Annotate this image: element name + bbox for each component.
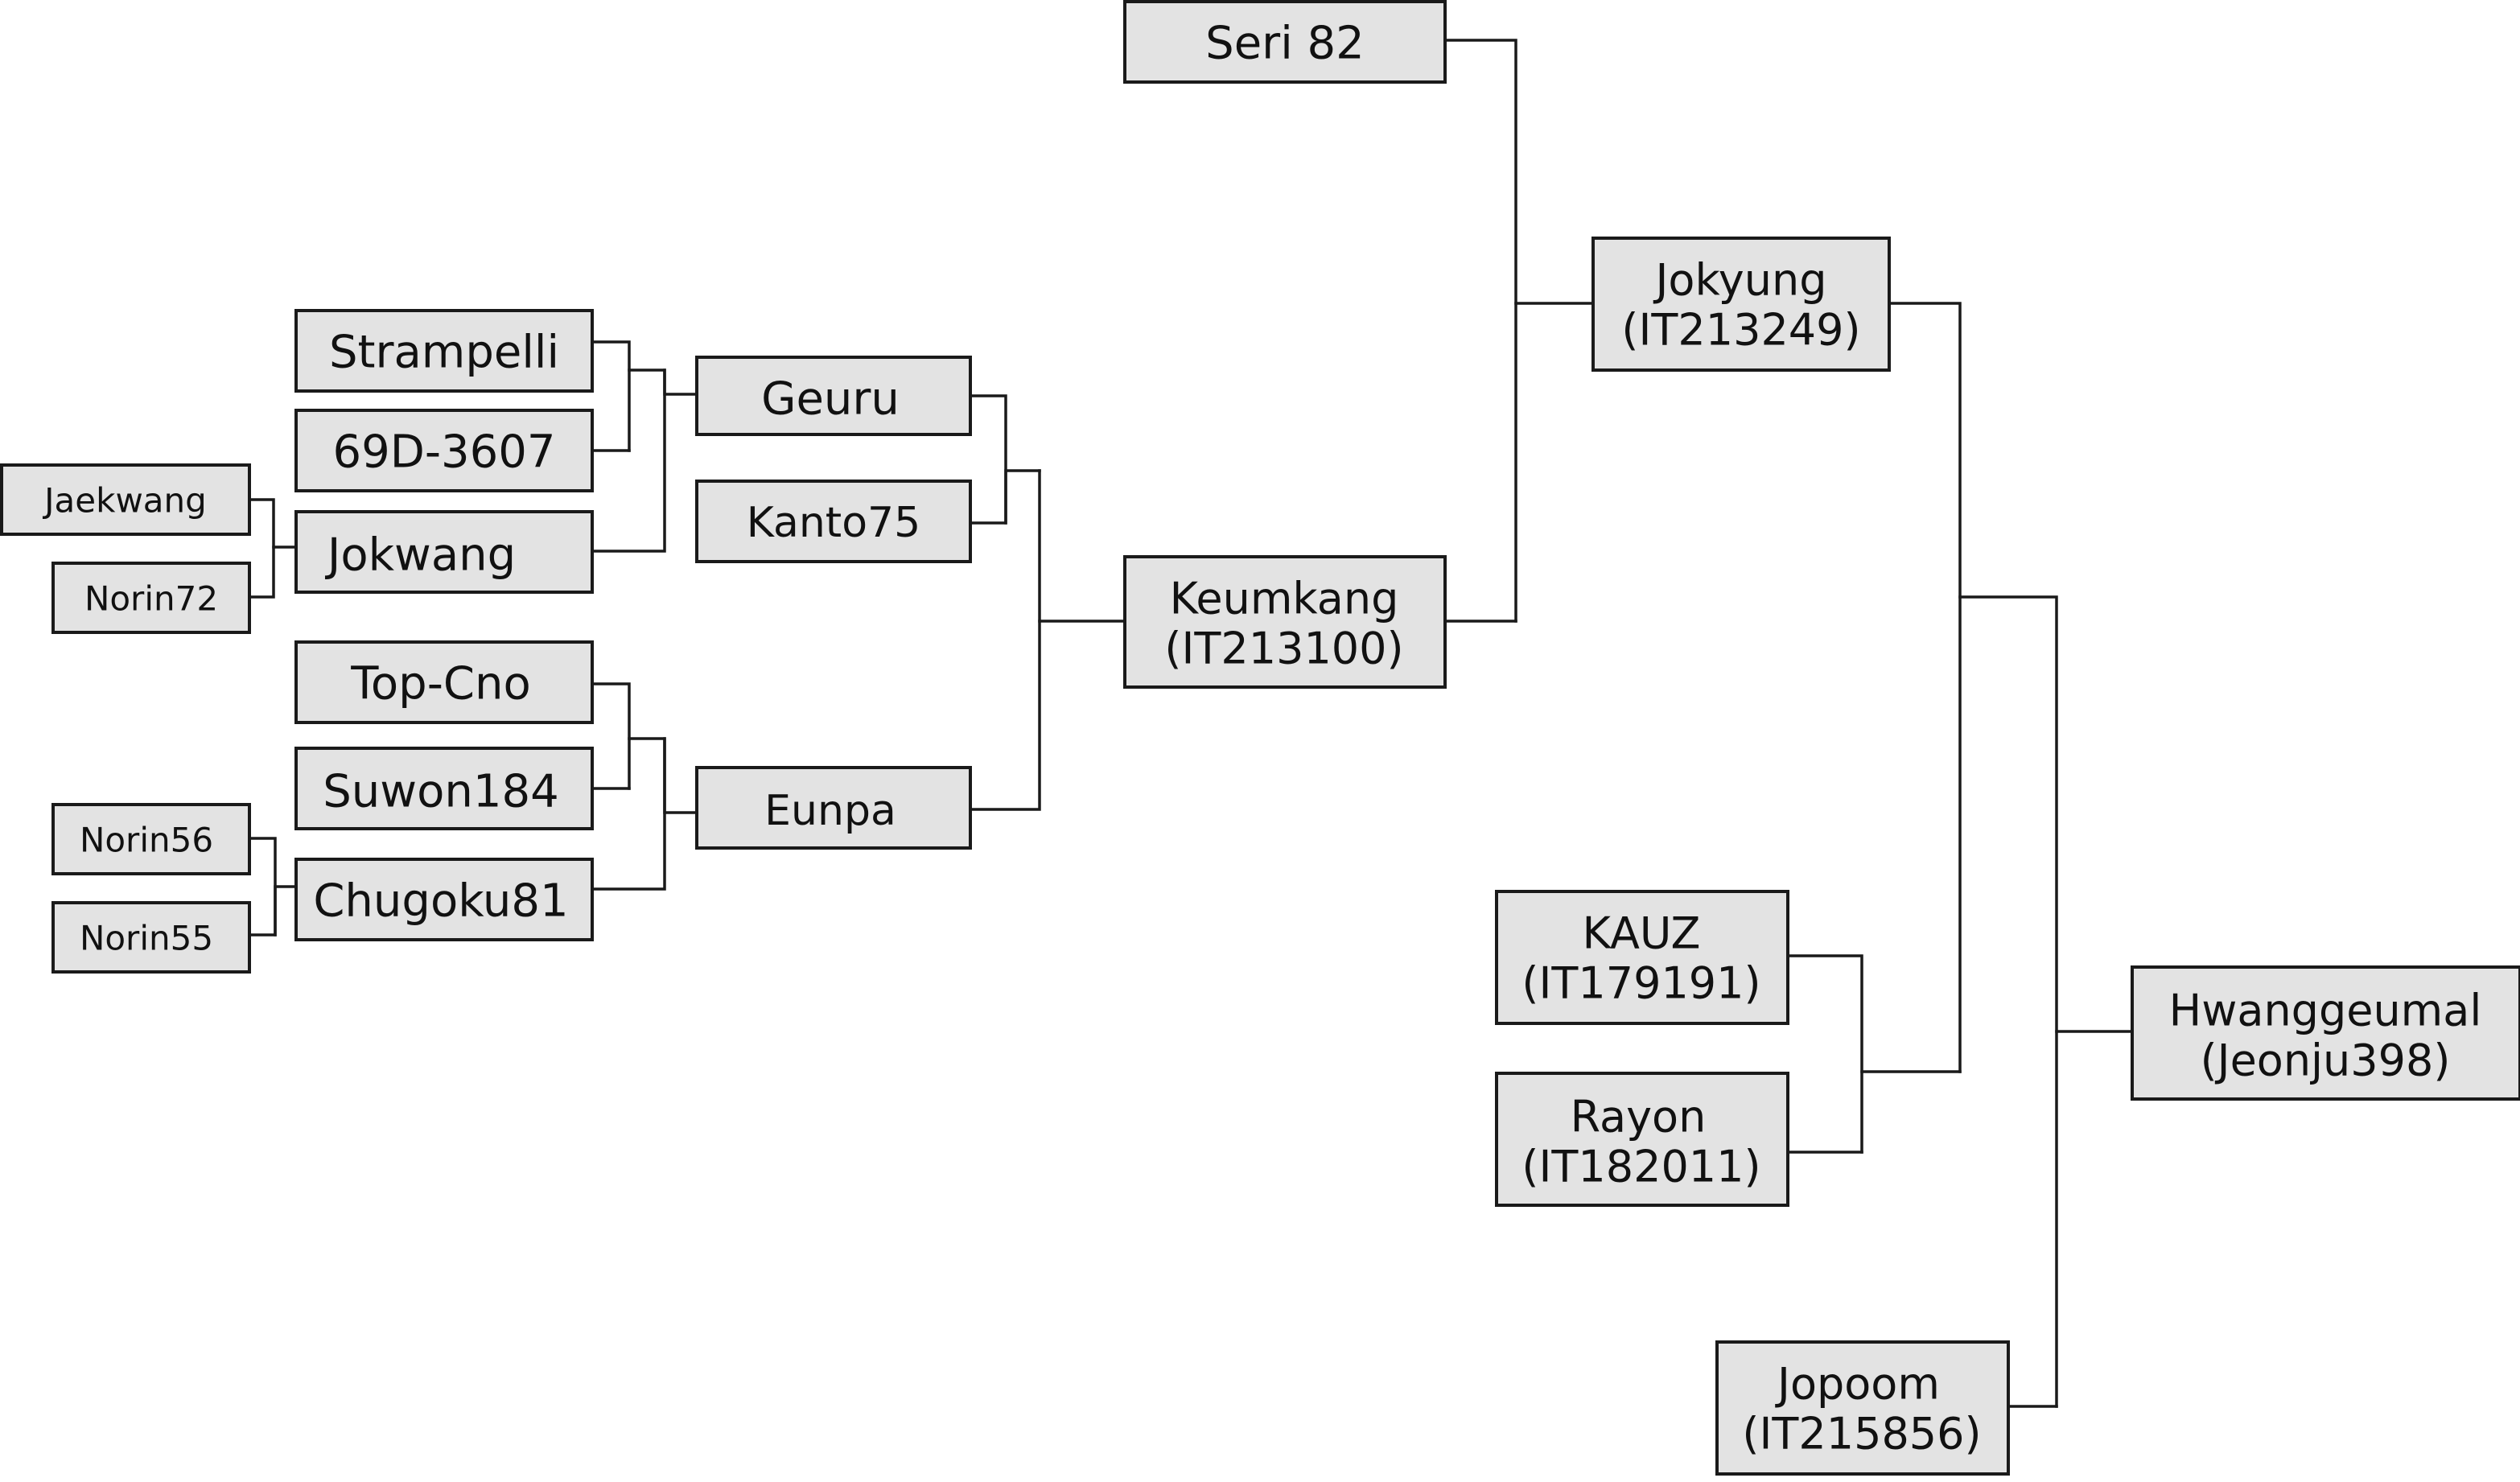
node-strampelli: Strampelli [294, 309, 594, 393]
node-jopoom-id: (IT215856) [1742, 1409, 1981, 1459]
connectors [248, 39, 2134, 1408]
node-69d3607: 69D-3607 [294, 409, 594, 492]
node-rayon-label: Rayon [1571, 1092, 1707, 1142]
connector-eunpa [969, 469, 1041, 811]
node-jopoom-label: Jopoom [1775, 1359, 1940, 1410]
node-jaekwang-label: Jaekwang [42, 481, 207, 521]
node-norin55: Norin55 [51, 901, 251, 974]
node-geuru: Geuru [695, 356, 972, 436]
connector-kanto75 [969, 469, 1041, 525]
node-69d3607-label: 69D-3607 [332, 426, 555, 479]
connector-jokyung-kauz-cross [1958, 595, 2058, 1408]
node-norin56: Norin56 [51, 803, 251, 875]
connector-strampelli [591, 340, 631, 452]
node-jopoom: Jopoom (IT215856) [1715, 1340, 2010, 1476]
node-topcno-label: Top-Cno [350, 658, 531, 710]
connector-geuru-cross [628, 368, 698, 396]
node-chugoku81-label: Chugoku81 [313, 875, 568, 928]
node-kanto75: Kanto75 [695, 480, 972, 563]
node-rayon-id: (IT182011) [1521, 1142, 1760, 1192]
node-suwon184: Suwon184 [294, 747, 594, 830]
connector-eunpa-cross [628, 737, 698, 814]
connector-norin55 [248, 885, 298, 937]
node-jokwang-label: Jokwang [325, 529, 516, 582]
node-keumkang-id: (IT213100) [1164, 624, 1403, 674]
connector-jokyung [1888, 302, 1962, 1073]
node-jokwang: Jokwang [294, 510, 594, 594]
connector-norin72 [248, 545, 275, 599]
connector-norin56 [248, 837, 277, 937]
node-keumkang-label: Keumkang [1170, 574, 1399, 624]
node-rayon: Rayon (IT182011) [1495, 1072, 1789, 1207]
node-norin72: Norin72 [51, 562, 251, 634]
node-hwanggeumal-label: Hwanggeumal [2169, 986, 2482, 1036]
node-norin55-label: Norin55 [80, 919, 213, 958]
node-norin72-label: Norin72 [84, 579, 218, 619]
node-kauz: KAUZ (IT179191) [1495, 890, 1789, 1025]
connector-seri82 [1443, 39, 1517, 623]
node-norin56-label: Norin56 [80, 821, 213, 860]
node-jokyung: Jokyung (IT213249) [1591, 237, 1891, 372]
node-geuru-label: Geuru [761, 373, 900, 426]
node-kanto75-label: Kanto75 [747, 499, 920, 547]
node-eunpa: Eunpa [695, 766, 972, 850]
node-keumkang: Keumkang (IT213100) [1123, 555, 1447, 689]
node-jaekwang: Jaekwang [0, 463, 251, 536]
node-seri82: Seri 82 [1123, 0, 1447, 84]
node-strampelli-label: Strampelli [329, 327, 559, 379]
node-kauz-id: (IT179191) [1521, 958, 1760, 1009]
connector-kauz [1786, 954, 1863, 1154]
node-kauz-label: KAUZ [1583, 908, 1701, 959]
node-eunpa-label: Eunpa [764, 787, 896, 835]
node-chugoku81: Chugoku81 [294, 858, 594, 941]
connector-jokwang [591, 368, 666, 553]
node-jokyung-label: Jokyung [1653, 255, 1827, 306]
node-jokyung-id: (IT213249) [1621, 305, 1860, 356]
connector-topcno [591, 682, 631, 790]
node-hwanggeumal: Hwanggeumal (Jeonju398) [2131, 965, 2520, 1101]
node-suwon184-label: Suwon184 [323, 766, 558, 818]
node-seri82-label: Seri 82 [1205, 18, 1365, 70]
connector-geuru [969, 394, 1007, 525]
node-topcno: Top-Cno [294, 640, 594, 724]
connector-jaekwang [248, 498, 298, 549]
node-hwanggeumal-id: (Jeonju398) [2201, 1035, 2451, 1086]
